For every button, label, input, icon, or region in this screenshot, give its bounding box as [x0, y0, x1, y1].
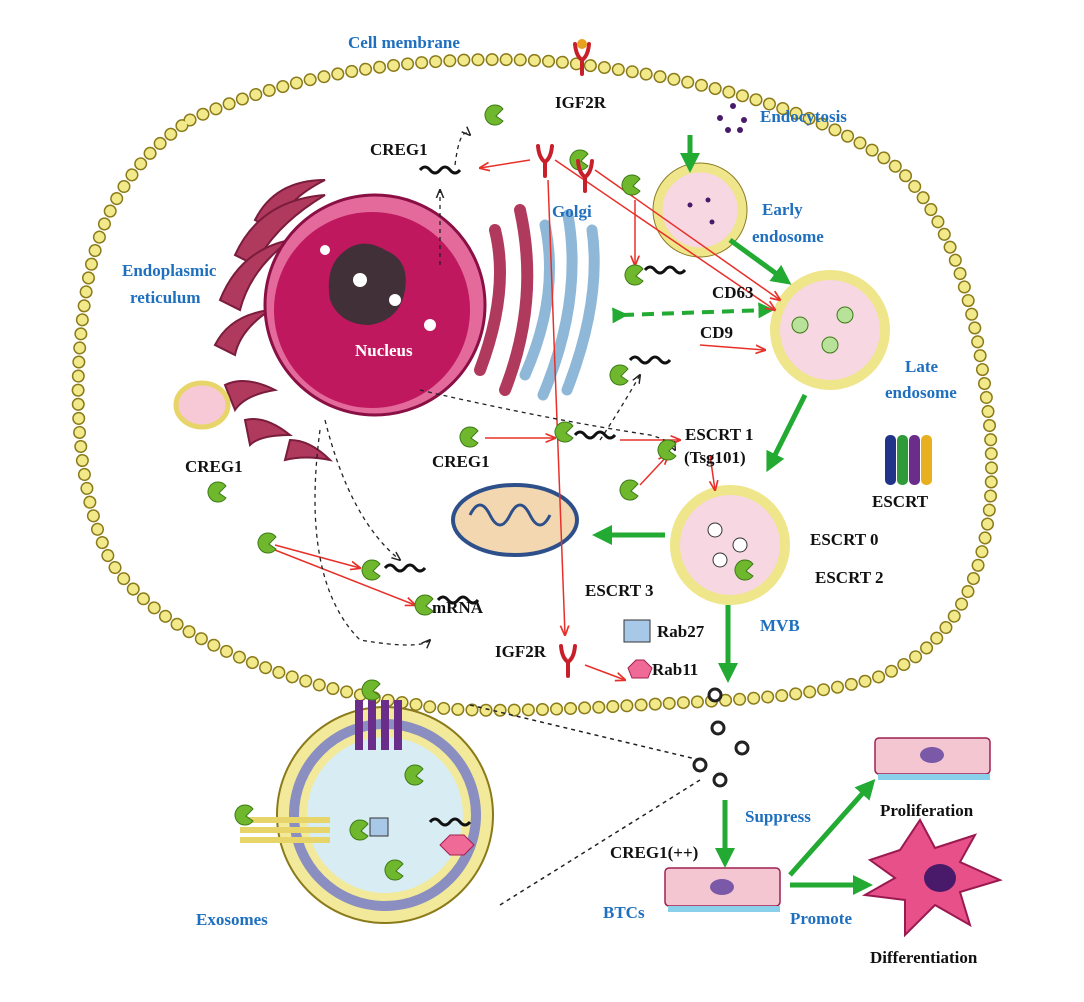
golgi-label: Golgi	[552, 202, 592, 221]
escrt1-label-2: (Tsg101)	[684, 448, 746, 467]
exosome-vesicle	[234, 679, 494, 924]
late-endosome-label-1: Late	[905, 357, 939, 376]
promote-label: Promote	[790, 909, 852, 928]
er-label-2: reticulum	[130, 288, 201, 307]
cd9-label: CD9	[700, 323, 733, 342]
rab11-label: Rab11	[652, 660, 698, 679]
btc-cell-icon	[664, 867, 781, 912]
escrt-label: ESCRT	[872, 492, 929, 511]
escrt1-label-1: ESCRT 1	[685, 425, 754, 444]
golgi-apparatus	[474, 204, 600, 401]
escrt-cylinders-icon	[885, 435, 932, 485]
mitochondrion	[451, 483, 579, 557]
escrt0-label: ESCRT 0	[810, 530, 879, 549]
rab27-icon	[623, 619, 651, 643]
igf2r-top-label: IGF2R	[555, 93, 607, 112]
early-endosome-label-2: endosome	[752, 227, 824, 246]
creg1-mid-label: CREG1	[432, 452, 490, 471]
mrna-label: mRNA	[432, 598, 484, 617]
nucleus-label: Nucleus	[355, 341, 413, 360]
mvb-label: MVB	[760, 616, 800, 635]
late-endosome-label-2: endosome	[885, 383, 957, 402]
endocytosis-particles	[687, 103, 747, 225]
btcs-label: BTCs	[603, 903, 645, 922]
er-label-1: Endoplasmic	[122, 261, 217, 280]
red-interaction-arrows	[274, 159, 780, 680]
proliferation-cell-icon	[874, 737, 991, 780]
exosomes-label: Exosomes	[196, 910, 268, 929]
vesicle	[173, 380, 231, 430]
mvb	[670, 485, 790, 605]
late-endosome	[770, 270, 890, 390]
released-exosomes	[692, 687, 750, 788]
nucleus	[263, 193, 487, 417]
igf2r-bottom-label: IGF2R	[495, 642, 547, 661]
rab11-icon	[627, 659, 653, 679]
proliferation-label: Proliferation	[880, 801, 974, 820]
creg1-pp-label: CREG1(++)	[610, 843, 698, 862]
cd63-label: CD63	[712, 283, 754, 302]
creg1-top-label: CREG1	[370, 140, 428, 159]
escrt2-label: ESCRT 2	[815, 568, 884, 587]
igf2r-receptor-icon	[536, 39, 594, 678]
cell-membrane-label: Cell membrane	[348, 33, 460, 52]
rab27-label: Rab27	[657, 622, 705, 641]
dashed-transport-arrows	[314, 133, 675, 645]
green-pathway-arrows	[592, 135, 876, 895]
suppress-label: Suppress	[745, 807, 811, 826]
early-endosome-label-1: Early	[762, 200, 803, 219]
endocytosis-label: Endocytosis	[760, 107, 847, 126]
differentiation-label: Differentiation	[870, 948, 978, 967]
creg1-protein-icon	[234, 804, 256, 826]
escrt3-label: ESCRT 3	[585, 581, 654, 600]
endoplasmic-reticulum	[213, 179, 334, 462]
differentiation-cell-icon	[861, 818, 1003, 938]
creg1-left-label: CREG1	[185, 457, 243, 476]
